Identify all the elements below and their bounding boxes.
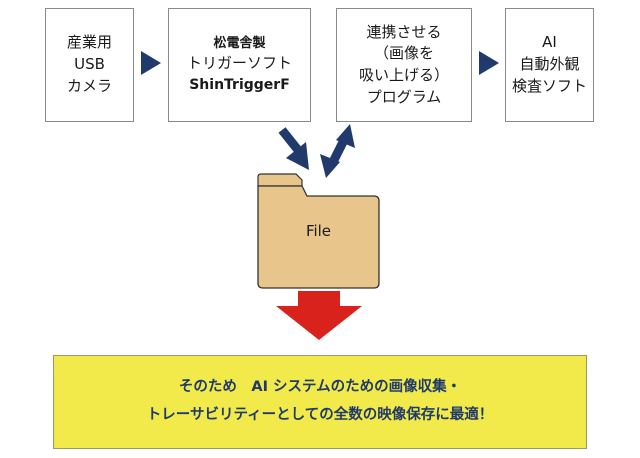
box-line: 吸い上げる） [358, 66, 449, 84]
usb-camera-box: 産業用 USB カメラ [45, 8, 134, 122]
summary-banner: そのため AI システムのための画像収集・ トレーサビリティーとしての全数の映像… [53, 355, 587, 449]
box-line: 連携させる [366, 22, 442, 41]
right-arrow-icon [141, 51, 161, 75]
down-arrow-icon [276, 291, 362, 340]
box-line: 自動外観 [519, 55, 580, 74]
box-line: 松電舎製 [213, 35, 266, 51]
down-diagonal-arrow-icon [278, 127, 309, 170]
ai-inspection-box: AI 自動外観 検査ソフト [505, 8, 594, 122]
right-arrow-icon [479, 51, 499, 75]
banner-line-2: トレーサビリティーとしての全数の映像保存に最適！ [146, 407, 494, 423]
box-line: ShinTriggerF [189, 77, 290, 94]
box-line: カメラ [66, 76, 112, 95]
box-line: （画像を [373, 44, 434, 63]
bidirectional-arrow-icon [320, 124, 355, 178]
file-label: File [305, 222, 332, 240]
box-line: 検査ソフト [511, 76, 587, 95]
box-line: プログラム [366, 87, 442, 106]
box-line: AI [542, 33, 557, 52]
box-line: 産業用 [66, 33, 112, 52]
banner-line-1: そのため AI システムのための画像収集・ [178, 379, 462, 396]
trigger-software-box: 松電舎製 トリガーソフト ShinTriggerF [168, 8, 311, 122]
folder-icon [257, 173, 380, 289]
box-line: トリガーソフト [186, 54, 292, 73]
integration-program-box: 連携させる （画像を 吸い上げる） プログラム [336, 8, 472, 122]
box-line: USB [74, 55, 105, 74]
